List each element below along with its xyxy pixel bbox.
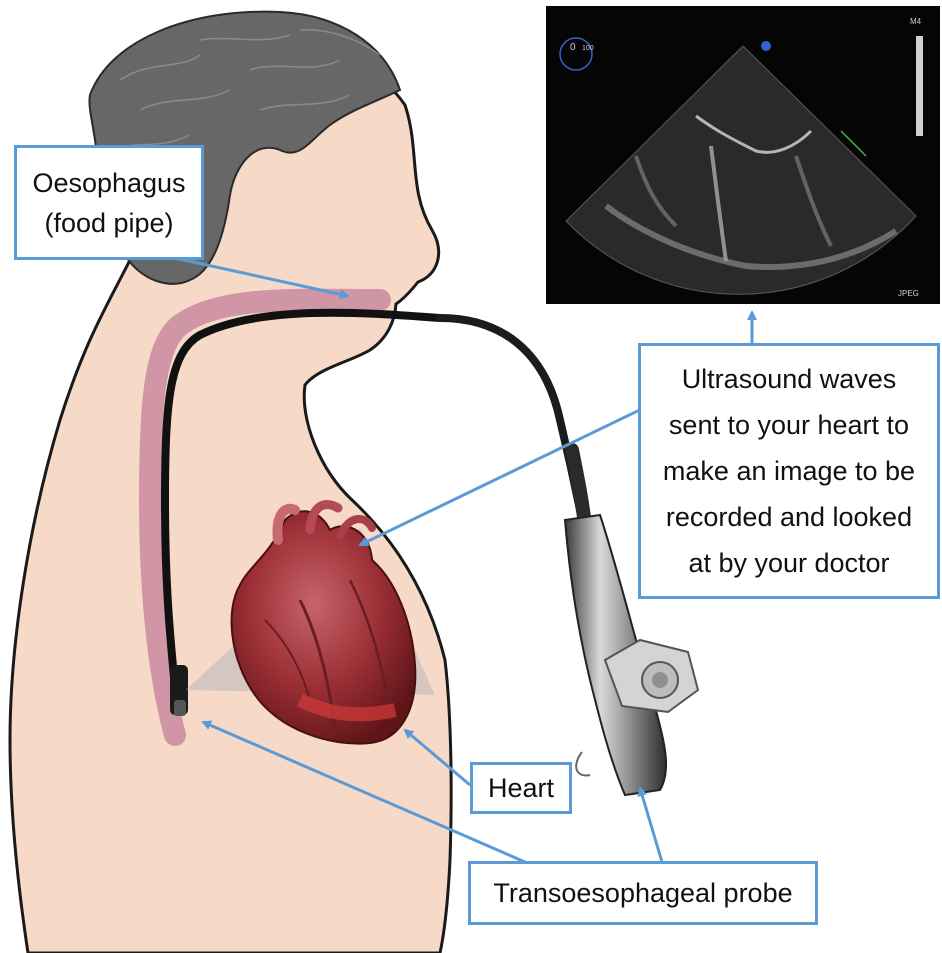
label-oesophagus-line-2: (food pipe) — [44, 203, 173, 243]
arrow-ultrasound — [360, 405, 650, 545]
label-transoesophageal-probe: Transoesophageal probe — [468, 861, 818, 925]
label-heart: Heart — [470, 762, 572, 814]
label-oesophagus: Oesophagus (food pipe) — [14, 145, 204, 260]
label-ultrasound-line-1: Ultrasound waves — [682, 356, 897, 402]
label-ultrasound-line-5: at by your doctor — [688, 540, 889, 586]
echo-sector: M4 0 100 JPEG — [546, 6, 940, 304]
echo-depth-value: 0 — [570, 42, 576, 53]
label-ultrasound-waves: Ultrasound waves sent to your heart to m… — [638, 343, 940, 599]
echo-mode-label: M4 — [910, 17, 922, 26]
label-ultrasound-line-3: make an image to be — [663, 448, 915, 494]
label-oesophagus-line-1: Oesophagus — [32, 163, 185, 203]
echo-depth-max: 100 — [582, 45, 594, 52]
echo-format-label: JPEG — [898, 289, 919, 298]
label-ultrasound-line-4: recorded and looked — [666, 494, 912, 540]
label-ultrasound-line-2: sent to your heart to — [669, 402, 909, 448]
arrow-probe-handle — [640, 788, 662, 862]
label-probe-text: Transoesophageal probe — [493, 878, 792, 909]
label-heart-text: Heart — [488, 773, 554, 804]
echocardiogram-image: M4 0 100 JPEG — [546, 6, 940, 304]
probe-cable-external — [440, 318, 582, 520]
